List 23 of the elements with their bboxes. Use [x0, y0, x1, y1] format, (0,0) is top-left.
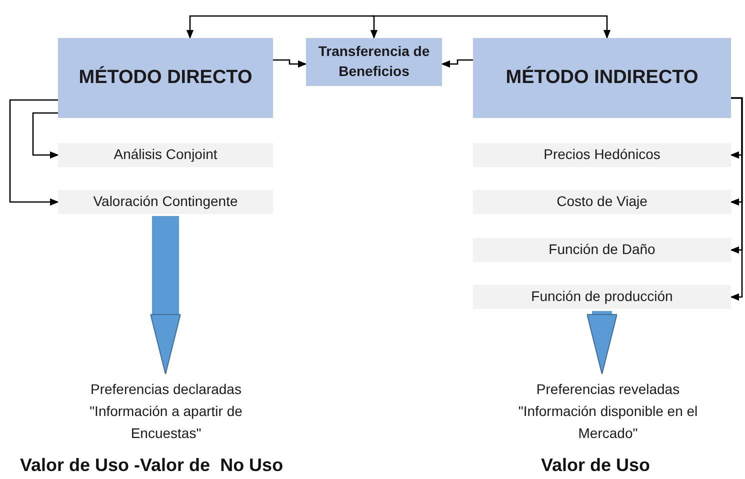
- arrow: [9, 99, 59, 206]
- arrow: [730, 97, 743, 301]
- block-arrow: [586, 311, 618, 374]
- value-label: Valor de Uso -Valor de No Uso: [20, 455, 284, 476]
- arrow: [372, 15, 611, 39]
- arrow: [441, 59, 473, 68]
- value-label: Valor de Uso: [541, 455, 650, 476]
- arrow: [186, 15, 372, 39]
- description-text: Preferencias reveladas "Información disponible en el Mercado": [500, 376, 716, 446]
- method-item: Precios Hedónicos: [473, 143, 731, 167]
- block-arrow: [150, 216, 181, 374]
- method-item: Función de Daño: [473, 238, 731, 262]
- method-item: Función de producción: [473, 285, 731, 309]
- arrow: [273, 59, 307, 68]
- method-item: Valoración Contingente: [58, 190, 273, 214]
- method-box: MÉTODO INDIRECTO: [473, 38, 731, 118]
- method-item: Costo de Viaje: [473, 190, 731, 214]
- transfer-box: Transferencia de Beneficios: [306, 38, 442, 86]
- arrow: [32, 112, 59, 159]
- arrow: [370, 15, 378, 39]
- method-item: Análisis Conjoint: [58, 143, 273, 167]
- description-text: Preferencias declaradas "Información a apartir de Encuestas": [60, 376, 272, 446]
- method-box: MÉTODO DIRECTO: [58, 38, 273, 118]
